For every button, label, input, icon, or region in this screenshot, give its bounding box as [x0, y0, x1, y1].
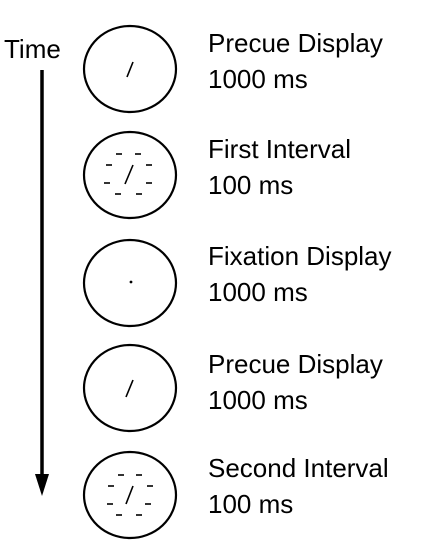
stage-caption: Fixation Display 1000 ms	[208, 238, 392, 310]
stage-name: Precue Display	[208, 28, 383, 58]
stage-precue-display-2: Precue Display 1000 ms	[80, 340, 443, 436]
stage-caption: Precue Display 1000 ms	[208, 25, 383, 97]
fixation-dot	[129, 280, 133, 284]
stage-duration: 1000 ms	[208, 385, 308, 415]
stage-second-interval: Second Interval 100 ms	[80, 447, 443, 543]
stage-precue-display-1: Precue Display 1000 ms	[80, 21, 443, 117]
stage-first-interval: First Interval 100 ms	[80, 127, 443, 223]
stage-duration: 100 ms	[208, 489, 294, 519]
display-circle	[82, 450, 178, 540]
time-axis-label: Time	[4, 34, 61, 64]
stage-caption: Precue Display 1000 ms	[208, 346, 383, 418]
target-array	[104, 153, 152, 195]
display-circle	[82, 343, 178, 433]
precue-line	[125, 379, 134, 398]
stage-name: Second Interval	[208, 453, 389, 483]
stage-duration: 1000 ms	[208, 277, 308, 307]
stage-duration: 1000 ms	[208, 64, 308, 94]
display-circle	[82, 130, 178, 220]
stage-fixation-display: Fixation Display 1000 ms	[80, 235, 443, 331]
precue-line	[126, 61, 134, 78]
stage-caption: Second Interval 100 ms	[208, 450, 389, 522]
stage-name: Precue Display	[208, 349, 383, 379]
target-array	[107, 474, 153, 516]
stage-name: First Interval	[208, 134, 352, 164]
stage-caption: First Interval 100 ms	[208, 131, 351, 203]
display-circle	[82, 24, 178, 114]
display-circle	[82, 238, 178, 328]
stage-duration: 100 ms	[208, 170, 294, 200]
stage-name: Fixation Display	[208, 241, 392, 271]
